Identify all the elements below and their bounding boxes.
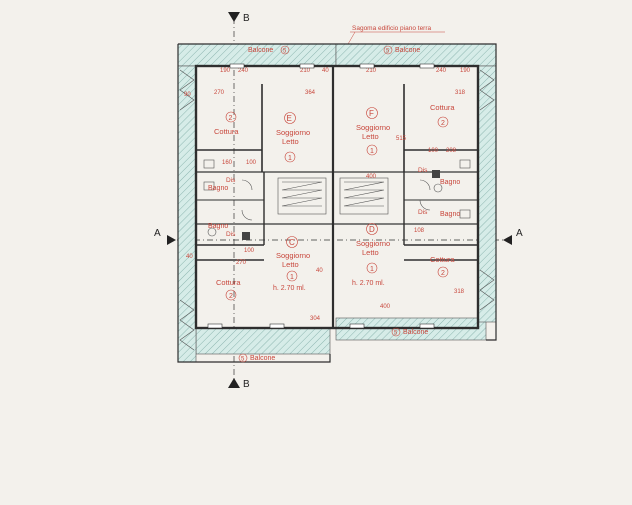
unit-f-living-number: 1: [370, 148, 374, 155]
section-a-left-arrow: [167, 235, 176, 245]
dim-top-right-2: 240: [436, 68, 447, 74]
unit-c-kitchen-label: Cottura: [216, 278, 241, 287]
section-b-top-label: B: [243, 13, 250, 24]
dim-top-left-6: 40: [322, 68, 329, 74]
bagno-label-br: Bagno: [440, 211, 460, 218]
unit-d-kitchen-number: 2: [441, 270, 445, 277]
central-stair-right: [339, 177, 389, 215]
dim-mid-2: 100: [246, 160, 257, 166]
unit-f-living-label-2: Letto: [362, 132, 379, 141]
dim-mid-5: 108: [414, 228, 425, 234]
central-stair-left: [277, 177, 327, 215]
balcony-bottom-right-number: 5: [394, 331, 398, 337]
section-a-right-label: A: [516, 228, 523, 239]
door-arc-1: [241, 179, 253, 191]
stair-right-top: [479, 69, 495, 111]
balcony-top-left-number: 5: [283, 49, 287, 55]
stair-left-bottom: [179, 299, 195, 351]
unit-d-living-number: 1: [370, 266, 374, 273]
balcony-bottom-left-number: 5: [241, 357, 245, 363]
unit-c-living-label-1: Soggiorno: [276, 251, 310, 260]
dim-mid-4: 100: [428, 148, 439, 154]
bagno-label-tr: Bagno: [440, 179, 460, 186]
unit-e-living-number: 1: [288, 155, 292, 162]
dim-mid-8: 40: [186, 254, 193, 260]
door-arc-4: [419, 199, 431, 211]
dim-top-left-4: 240: [238, 68, 249, 74]
unit-e-living-label-2: Letto: [282, 137, 299, 146]
outer-outline: [178, 43, 497, 341]
dim-bottom-4: 318: [454, 289, 465, 295]
unit-d-living-label-1: Soggiorno: [356, 239, 390, 248]
stair-left-top: [179, 69, 195, 111]
balcony-bottom-right-label: Balcone: [403, 329, 428, 336]
dim-bottom-6: 40: [316, 268, 323, 274]
unit-e-letter: E: [287, 114, 292, 123]
dim-top-left-2: 364: [305, 90, 316, 96]
unit-d-letter: D: [369, 225, 375, 234]
outer-outline-left: [177, 44, 331, 363]
unit-f-kitchen-number: 2: [441, 120, 445, 127]
dim-bottom-2: 304: [310, 316, 321, 322]
unit-f-letter: F: [369, 109, 374, 118]
dim-top-left-5: 210: [300, 68, 311, 74]
unit-c-height: h. 2.70 ml.: [273, 285, 306, 292]
fixture-square-left: [242, 232, 250, 240]
unit-d-living-label-2: Letto: [362, 248, 379, 257]
unit-c-kitchen-number: 2: [229, 293, 233, 300]
balcony-top-right-number: 5: [386, 49, 390, 55]
right-wall-strip: [477, 65, 497, 323]
section-a-left-label: A: [154, 228, 161, 239]
section-b-bottom-label: B: [243, 379, 250, 390]
bagno-label-bl: Bagno: [208, 223, 228, 230]
dim-mid-1: 515: [396, 136, 407, 142]
dim-mid-3: 160: [222, 160, 233, 166]
dim-top-right-1: 210: [366, 68, 377, 74]
section-b-bottom-arrow: [228, 378, 240, 388]
unit-e-kitchen-label: Cottura: [214, 127, 239, 136]
balcony-bottom-left: [195, 327, 331, 355]
dim-top-right-3: 190: [460, 68, 471, 74]
dis-label-bl: Dis: [226, 231, 236, 238]
dim-mid-6: 208: [446, 148, 457, 154]
section-b-top-arrow: [228, 12, 240, 22]
unit-c-living-label-2: Letto: [282, 260, 299, 269]
dim-top-right-4: 400: [366, 174, 377, 180]
dim-top-left-3: 190: [220, 68, 231, 74]
unit-e-living-label-1: Soggiorno: [276, 128, 310, 137]
door-arc-3: [419, 179, 431, 191]
dis-label-br: Dis: [418, 209, 428, 216]
dim-mid-7: 90: [184, 92, 191, 98]
service-band: [195, 171, 479, 225]
dim-bottom-5: 100: [244, 248, 255, 254]
door-arc-2: [241, 209, 253, 221]
unit-d-height: h. 2.70 ml.: [352, 280, 385, 287]
fixture-square-right: [432, 170, 440, 178]
dis-label-tr: Dis: [418, 167, 428, 174]
unit-c-letter: C: [289, 238, 295, 247]
dim-bottom-1: 270: [236, 260, 247, 266]
unit-e-kitchen-number: 2: [229, 115, 233, 122]
dis-label-tl: Dis: [226, 177, 236, 184]
stair-right-bottom: [479, 269, 495, 311]
bagno-label-tl: Bagno: [208, 185, 228, 192]
balcony-bottom-left-label: Balcone: [250, 355, 275, 362]
balcony-top-left-label: Balcone: [248, 47, 273, 54]
unit-c-living-number: 1: [290, 274, 294, 281]
unit-d-kitchen-label: Cottura: [430, 255, 455, 264]
dim-bottom-3: 400: [380, 304, 391, 310]
left-wall-strip: [177, 65, 197, 363]
balcony-top-right-label: Balcone: [395, 47, 420, 54]
unit-f-kitchen-label: Cottura: [430, 103, 455, 112]
unit-f-living-label-1: Soggiorno: [356, 123, 390, 132]
dim-top-right-5: 318: [455, 90, 466, 96]
ground-floor-outline-note: Sagoma edificio piano terra: [352, 25, 432, 32]
dim-top-left-1: 270: [214, 90, 225, 96]
section-a-right-arrow: [503, 235, 512, 245]
